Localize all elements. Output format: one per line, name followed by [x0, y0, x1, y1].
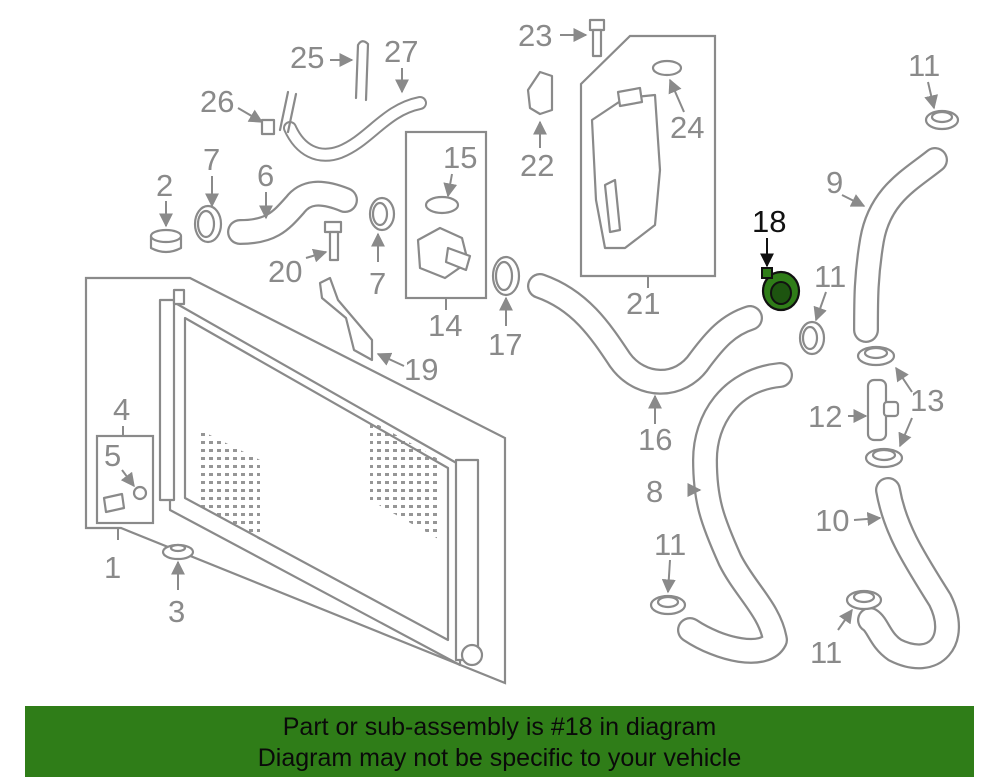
hose-9[interactable]: [853, 147, 948, 343]
callout-1: 1: [104, 550, 121, 585]
callout-14: 14: [428, 308, 462, 343]
callout-11-lower-right: 11: [810, 635, 842, 670]
clamp-11-top[interactable]: [924, 109, 960, 131]
bolt-23[interactable]: [588, 18, 606, 58]
filler-neck-assembly[interactable]: [404, 130, 488, 300]
callout-13: 13: [910, 383, 944, 418]
callout-27: 27: [384, 34, 418, 69]
callout-18: 18: [752, 204, 786, 239]
callout-16: 16: [638, 422, 672, 457]
callout-19: 19: [404, 352, 438, 387]
callout-7-left: 7: [203, 142, 220, 177]
upper-hose[interactable]: [227, 180, 358, 245]
info-banner: Part or sub-assembly is #18 in diagram D…: [25, 706, 974, 777]
callout-7-right: 7: [369, 266, 386, 301]
callout-15: 15: [443, 140, 477, 175]
callout-21: 21: [626, 286, 660, 321]
clamp-11-mid[interactable]: [798, 320, 826, 356]
clamp-13-upper[interactable]: [856, 345, 896, 367]
bracket-19[interactable]: [318, 276, 374, 362]
upper-cushion[interactable]: [149, 228, 183, 254]
callout-22: 22: [520, 148, 554, 183]
banner-line-2: Diagram may not be specific to your vehi…: [257, 744, 742, 772]
callout-11-lower-left: 11: [654, 527, 686, 562]
reservoir-assembly[interactable]: [579, 34, 717, 278]
clamp-11-lower-right[interactable]: [845, 589, 883, 611]
leader-lines: [117, 28, 938, 631]
mount-cushion[interactable]: [161, 543, 195, 561]
reservoir-hose[interactable]: [527, 273, 763, 395]
joint-12[interactable]: [866, 378, 900, 442]
callout-5: 5: [104, 438, 121, 473]
clamp-7-left[interactable]: [193, 204, 223, 244]
bracket-22[interactable]: [526, 70, 554, 116]
callout-4: 4: [113, 392, 130, 427]
clamp-13-lower[interactable]: [864, 447, 904, 469]
clamp-11-lower-left[interactable]: [649, 594, 687, 616]
lower-hose-8[interactable]: [677, 362, 793, 664]
clamp-7-right[interactable]: [368, 196, 396, 232]
callout-3: 3: [168, 594, 185, 629]
callout-11-mid: 11: [814, 259, 846, 294]
callout-9: 9: [826, 165, 843, 200]
drain-plug-assembly[interactable]: [95, 434, 155, 525]
callout-25: 25: [290, 40, 324, 75]
callout-24: 24: [670, 110, 704, 145]
callout-2: 2: [156, 168, 173, 203]
overflow-hose[interactable]: [260, 40, 427, 162]
banner-line-1: Part or sub-assembly is #18 in diagram: [282, 713, 717, 741]
clamp-18-highlighted[interactable]: [761, 267, 801, 312]
callout-12: 12: [808, 399, 842, 434]
callout-20: 20: [268, 254, 302, 289]
callout-numbers: 1 2 3 4 5 6 7 7 8 9 10 11 11 11 11 12 13…: [104, 18, 944, 670]
callout-11-top: 11: [908, 48, 940, 83]
callout-23: 23: [518, 18, 552, 53]
clamp-17[interactable]: [491, 255, 521, 297]
callout-10: 10: [815, 503, 849, 538]
radiator-assembly[interactable]: [84, 276, 507, 685]
callout-26: 26: [200, 84, 234, 119]
callout-6: 6: [257, 158, 274, 193]
callout-8: 8: [646, 474, 663, 509]
bolt-20[interactable]: [323, 220, 343, 262]
callout-17: 17: [488, 327, 522, 362]
hose-10[interactable]: [857, 477, 960, 670]
